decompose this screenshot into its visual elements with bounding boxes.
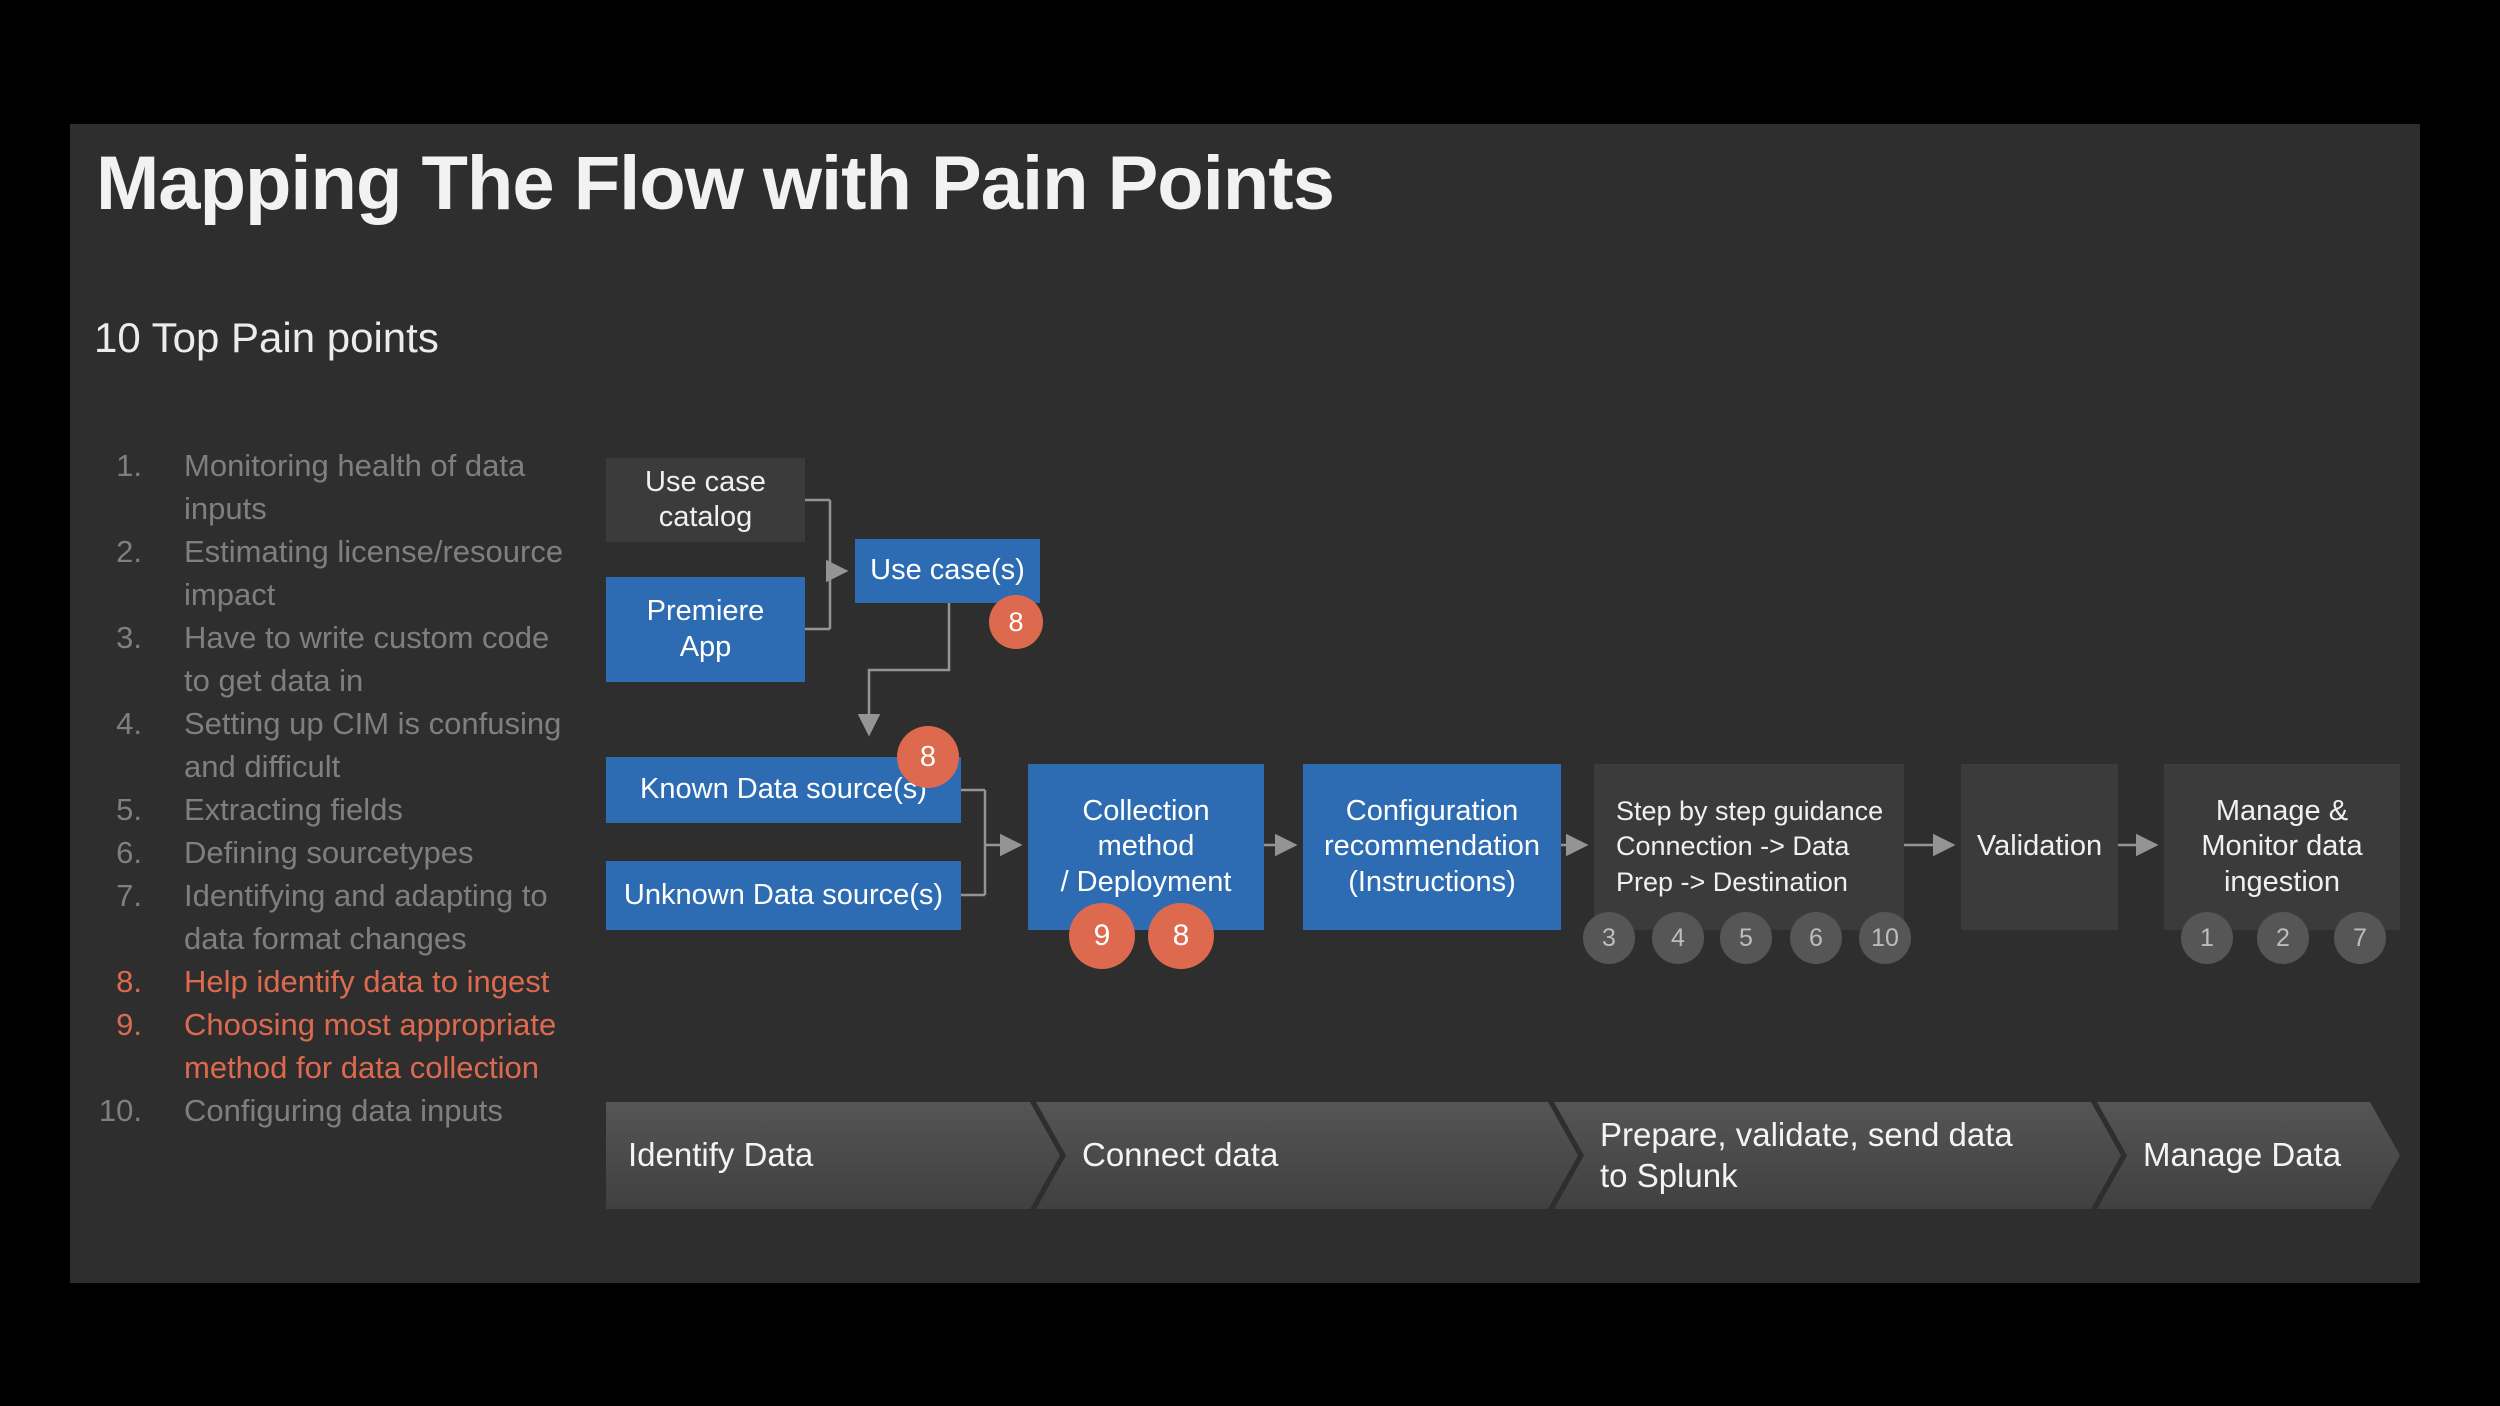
premiere-app-label: Premiere App [646, 595, 765, 663]
unknown-data-sources-label: Unknown Data source(s) [623, 878, 944, 911]
pain-point-text: Monitoring health of data inputs [184, 448, 526, 526]
use-case-catalog-label: Use case catalog [645, 465, 766, 533]
collection-method-label: Collection method / Deployment [1060, 794, 1232, 898]
pain-point-number: 7. [116, 878, 142, 913]
manage-monitor-box: Manage & Monitor data ingestion [2164, 764, 2400, 930]
banner-segment-manage-data: Manage Data [2097, 1102, 2400, 1209]
banner-segment-prepare-validate-send: Prepare, validate, send data to Splunk [1554, 1102, 2121, 1209]
pain-point-number: 10. [98, 1093, 142, 1128]
pain-point-number: 8. [116, 964, 142, 999]
pain-badge-9: 9 [1069, 903, 1135, 969]
pain-point-number: 9. [116, 1007, 142, 1042]
validation-label: Validation [1976, 830, 2103, 863]
pain-point-text: Estimating license/resource impact [184, 534, 564, 612]
pain-point-number: 5. [116, 792, 142, 827]
banner-segment-label: Prepare, validate, send data to Splunk [1600, 1116, 2013, 1194]
flow-connectors [805, 498, 2159, 897]
use-case-catalog-box: Use case catalog [606, 458, 805, 542]
pain-point-item: 6. Defining sourcetypes [70, 831, 590, 874]
pain-point-number: 2. [116, 534, 142, 569]
slide: Mapping The Flow with Pain Points 10 Top… [70, 124, 2420, 1283]
step-circle-10: 10 [1859, 912, 1911, 964]
collection-method-box: Collection method / Deployment [1028, 764, 1264, 930]
pain-point-text: Have to write custom code to get data in [184, 620, 550, 698]
flow-diagram: Use case catalog Premiere App Use case(s… [70, 124, 2420, 1283]
manage-circle-2: 2 [2257, 912, 2309, 964]
use-cases-label: Use case(s) [870, 554, 1025, 587]
manage-monitor-label: Manage & Monitor data ingestion [2201, 794, 2363, 898]
process-banner: Identify Data Connect data Prepare, vali… [70, 1102, 2420, 1209]
validation-box: Validation [1961, 764, 2118, 930]
pain-point-item: 4. Setting up CIM is confusing and diffi… [70, 702, 590, 788]
pain-point-text: Defining sourcetypes [184, 835, 474, 870]
step-circle-5: 5 [1720, 912, 1772, 964]
step-circle-6: 6 [1790, 912, 1842, 964]
pain-point-text: Help identify data to ingest [184, 964, 550, 999]
pain-point-text: Extracting fields [184, 792, 403, 827]
banner-segment-label: Identify Data [628, 1136, 814, 1174]
unknown-data-sources-box: Unknown Data source(s) [606, 861, 961, 930]
pain-point-number: 6. [116, 835, 142, 870]
premiere-app-box: Premiere App [606, 577, 805, 682]
manage-circle-7: 7 [2334, 912, 2386, 964]
step-guidance-label: Step by step guidance Connection -> Data… [1616, 796, 1884, 897]
pain-point-text: Setting up CIM is confusing and difficul… [184, 706, 562, 784]
step-circle-3: 3 [1583, 912, 1635, 964]
step-guidance-box: Step by step guidance Connection -> Data… [1594, 764, 1904, 930]
pain-point-item-highlighted: 8. Help identify data to ingest [70, 960, 590, 1003]
banner-segment-identify-data: Identify Data [606, 1102, 1060, 1209]
pain-badge-8: 8 [897, 726, 959, 788]
pain-point-number: 1. [116, 448, 142, 483]
pain-badge-8: 8 [989, 595, 1043, 649]
pain-point-number: 3. [116, 620, 142, 655]
banner-segment-label: Manage Data [2143, 1136, 2342, 1174]
banner-segment-label: Connect data [1082, 1136, 1279, 1174]
use-cases-box: Use case(s) [855, 539, 1040, 603]
configuration-recommendation-label: Configuration recommendation (Instructio… [1324, 794, 1540, 898]
pain-point-text: Configuring data inputs [184, 1093, 503, 1128]
pain-point-item: 7. Identifying and adapting to data form… [70, 874, 590, 960]
pain-point-text: Choosing most appropriate method for dat… [184, 1007, 557, 1085]
pain-point-text: Identifying and adapting to data format … [184, 878, 548, 956]
pain-point-item: 3. Have to write custom code to get data… [70, 616, 590, 702]
pain-points-list: 1. Monitoring health of data inputs 2. E… [70, 444, 590, 1132]
pain-point-item: 5. Extracting fields [70, 788, 590, 831]
pain-point-number: 4. [116, 706, 142, 741]
pain-point-item: 2. Estimating license/resource impact [70, 530, 590, 616]
pain-point-item: 10. Configuring data inputs [70, 1089, 590, 1132]
slide-title: Mapping The Flow with Pain Points [96, 141, 1335, 226]
slide-subtitle: 10 Top Pain points [94, 314, 439, 361]
step-circle-4: 4 [1652, 912, 1704, 964]
pain-badge-8: 8 [1148, 903, 1214, 969]
pain-point-item: 1. Monitoring health of data inputs [70, 444, 590, 530]
manage-circle-1: 1 [2181, 912, 2233, 964]
configuration-recommendation-box: Configuration recommendation (Instructio… [1303, 764, 1561, 930]
pain-point-item-highlighted: 9. Choosing most appropriate method for … [70, 1003, 590, 1089]
banner-segment-connect-data: Connect data [1036, 1102, 1578, 1209]
known-data-sources-label: Known Data source(s) [640, 773, 927, 806]
